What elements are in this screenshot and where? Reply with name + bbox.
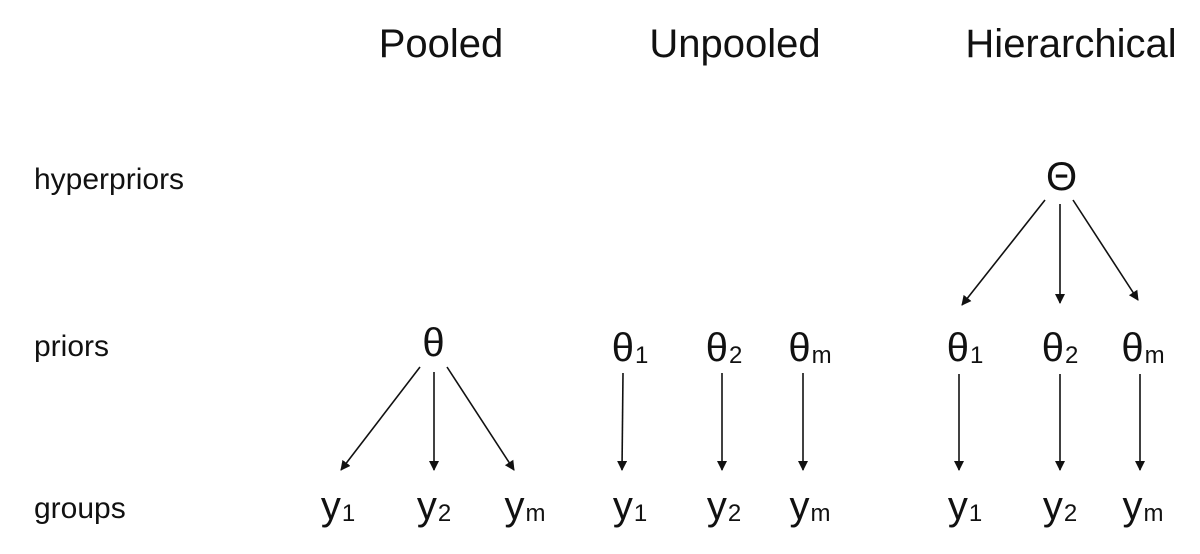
- column-title-hierarchical: Hierarchical: [965, 22, 1177, 66]
- node-symbol: y: [1122, 484, 1143, 528]
- node-symbol: y: [504, 484, 525, 528]
- edge-hier-Theta-to-hier-tm: [1072, 199, 1139, 301]
- node-hier-y1: y1: [948, 486, 982, 526]
- edge-pooled-theta-to-pooled-y1: [340, 366, 421, 471]
- node-symbol: y: [947, 484, 968, 528]
- node-symbol: θ: [611, 326, 634, 370]
- node-symbol: y: [789, 484, 810, 528]
- node-subscript: m: [811, 342, 832, 369]
- column-title-unpooled: Unpooled: [649, 22, 821, 66]
- node-symbol: y: [416, 484, 437, 528]
- row-label-priors: priors: [34, 330, 110, 363]
- node-subscript: 1: [341, 500, 356, 527]
- node-symbol: θ: [1041, 326, 1064, 370]
- node-subscript: 2: [727, 500, 742, 527]
- edge-hier-Theta-to-hier-t1: [961, 199, 1046, 306]
- node-subscript: 2: [1063, 500, 1078, 527]
- node-symbol: θ: [705, 326, 728, 370]
- row-label-groups: groups: [34, 492, 126, 525]
- node-hier-ym: ym: [1123, 486, 1164, 526]
- node-subscript: 2: [728, 342, 743, 369]
- node-subscript: 2: [437, 500, 452, 527]
- node-pooled-y1: y1: [321, 486, 355, 526]
- node-symbol: θ: [788, 326, 811, 370]
- node-subscript: m: [525, 500, 546, 527]
- node-symbol: θ: [946, 326, 969, 370]
- node-subscript: m: [1144, 342, 1165, 369]
- node-unpooled-theta2: θ2: [706, 328, 743, 368]
- node-symbol: θ: [1121, 326, 1144, 370]
- node-hier-capital-theta: Θ: [1046, 157, 1078, 197]
- node-subscript: m: [1143, 500, 1164, 527]
- node-pooled-theta: θ: [422, 323, 445, 363]
- node-unpooled-y2: y2: [707, 486, 741, 526]
- node-symbol: y: [706, 484, 727, 528]
- node-hier-theta2: θ2: [1042, 328, 1079, 368]
- node-subscript: 1: [969, 342, 984, 369]
- node-unpooled-y1: y1: [613, 486, 647, 526]
- node-subscript: 1: [634, 342, 649, 369]
- row-label-hyperpriors: hyperpriors: [34, 163, 185, 196]
- node-pooled-y2: y2: [417, 486, 451, 526]
- node-hier-thetam: θm: [1121, 328, 1164, 368]
- node-hier-theta1: θ1: [947, 328, 984, 368]
- node-symbol: Θ: [1045, 155, 1078, 199]
- edge-pooled-theta-to-pooled-ym: [446, 366, 515, 471]
- node-symbol: θ: [422, 321, 445, 365]
- node-subscript: 1: [633, 500, 648, 527]
- node-unpooled-thetam: θm: [788, 328, 831, 368]
- node-unpooled-ym: ym: [790, 486, 831, 526]
- column-title-pooled: Pooled: [378, 22, 504, 66]
- node-subscript: m: [810, 500, 831, 527]
- node-hier-y2: y2: [1043, 486, 1077, 526]
- node-symbol: y: [1042, 484, 1063, 528]
- node-unpooled-theta1: θ1: [612, 328, 649, 368]
- node-subscript: 2: [1064, 342, 1079, 369]
- edge-unpooled-t1-to-unpooled-y1: [617, 372, 628, 471]
- node-symbol: y: [320, 484, 341, 528]
- node-pooled-ym: ym: [505, 486, 546, 526]
- node-symbol: y: [612, 484, 633, 528]
- node-subscript: 1: [968, 500, 983, 527]
